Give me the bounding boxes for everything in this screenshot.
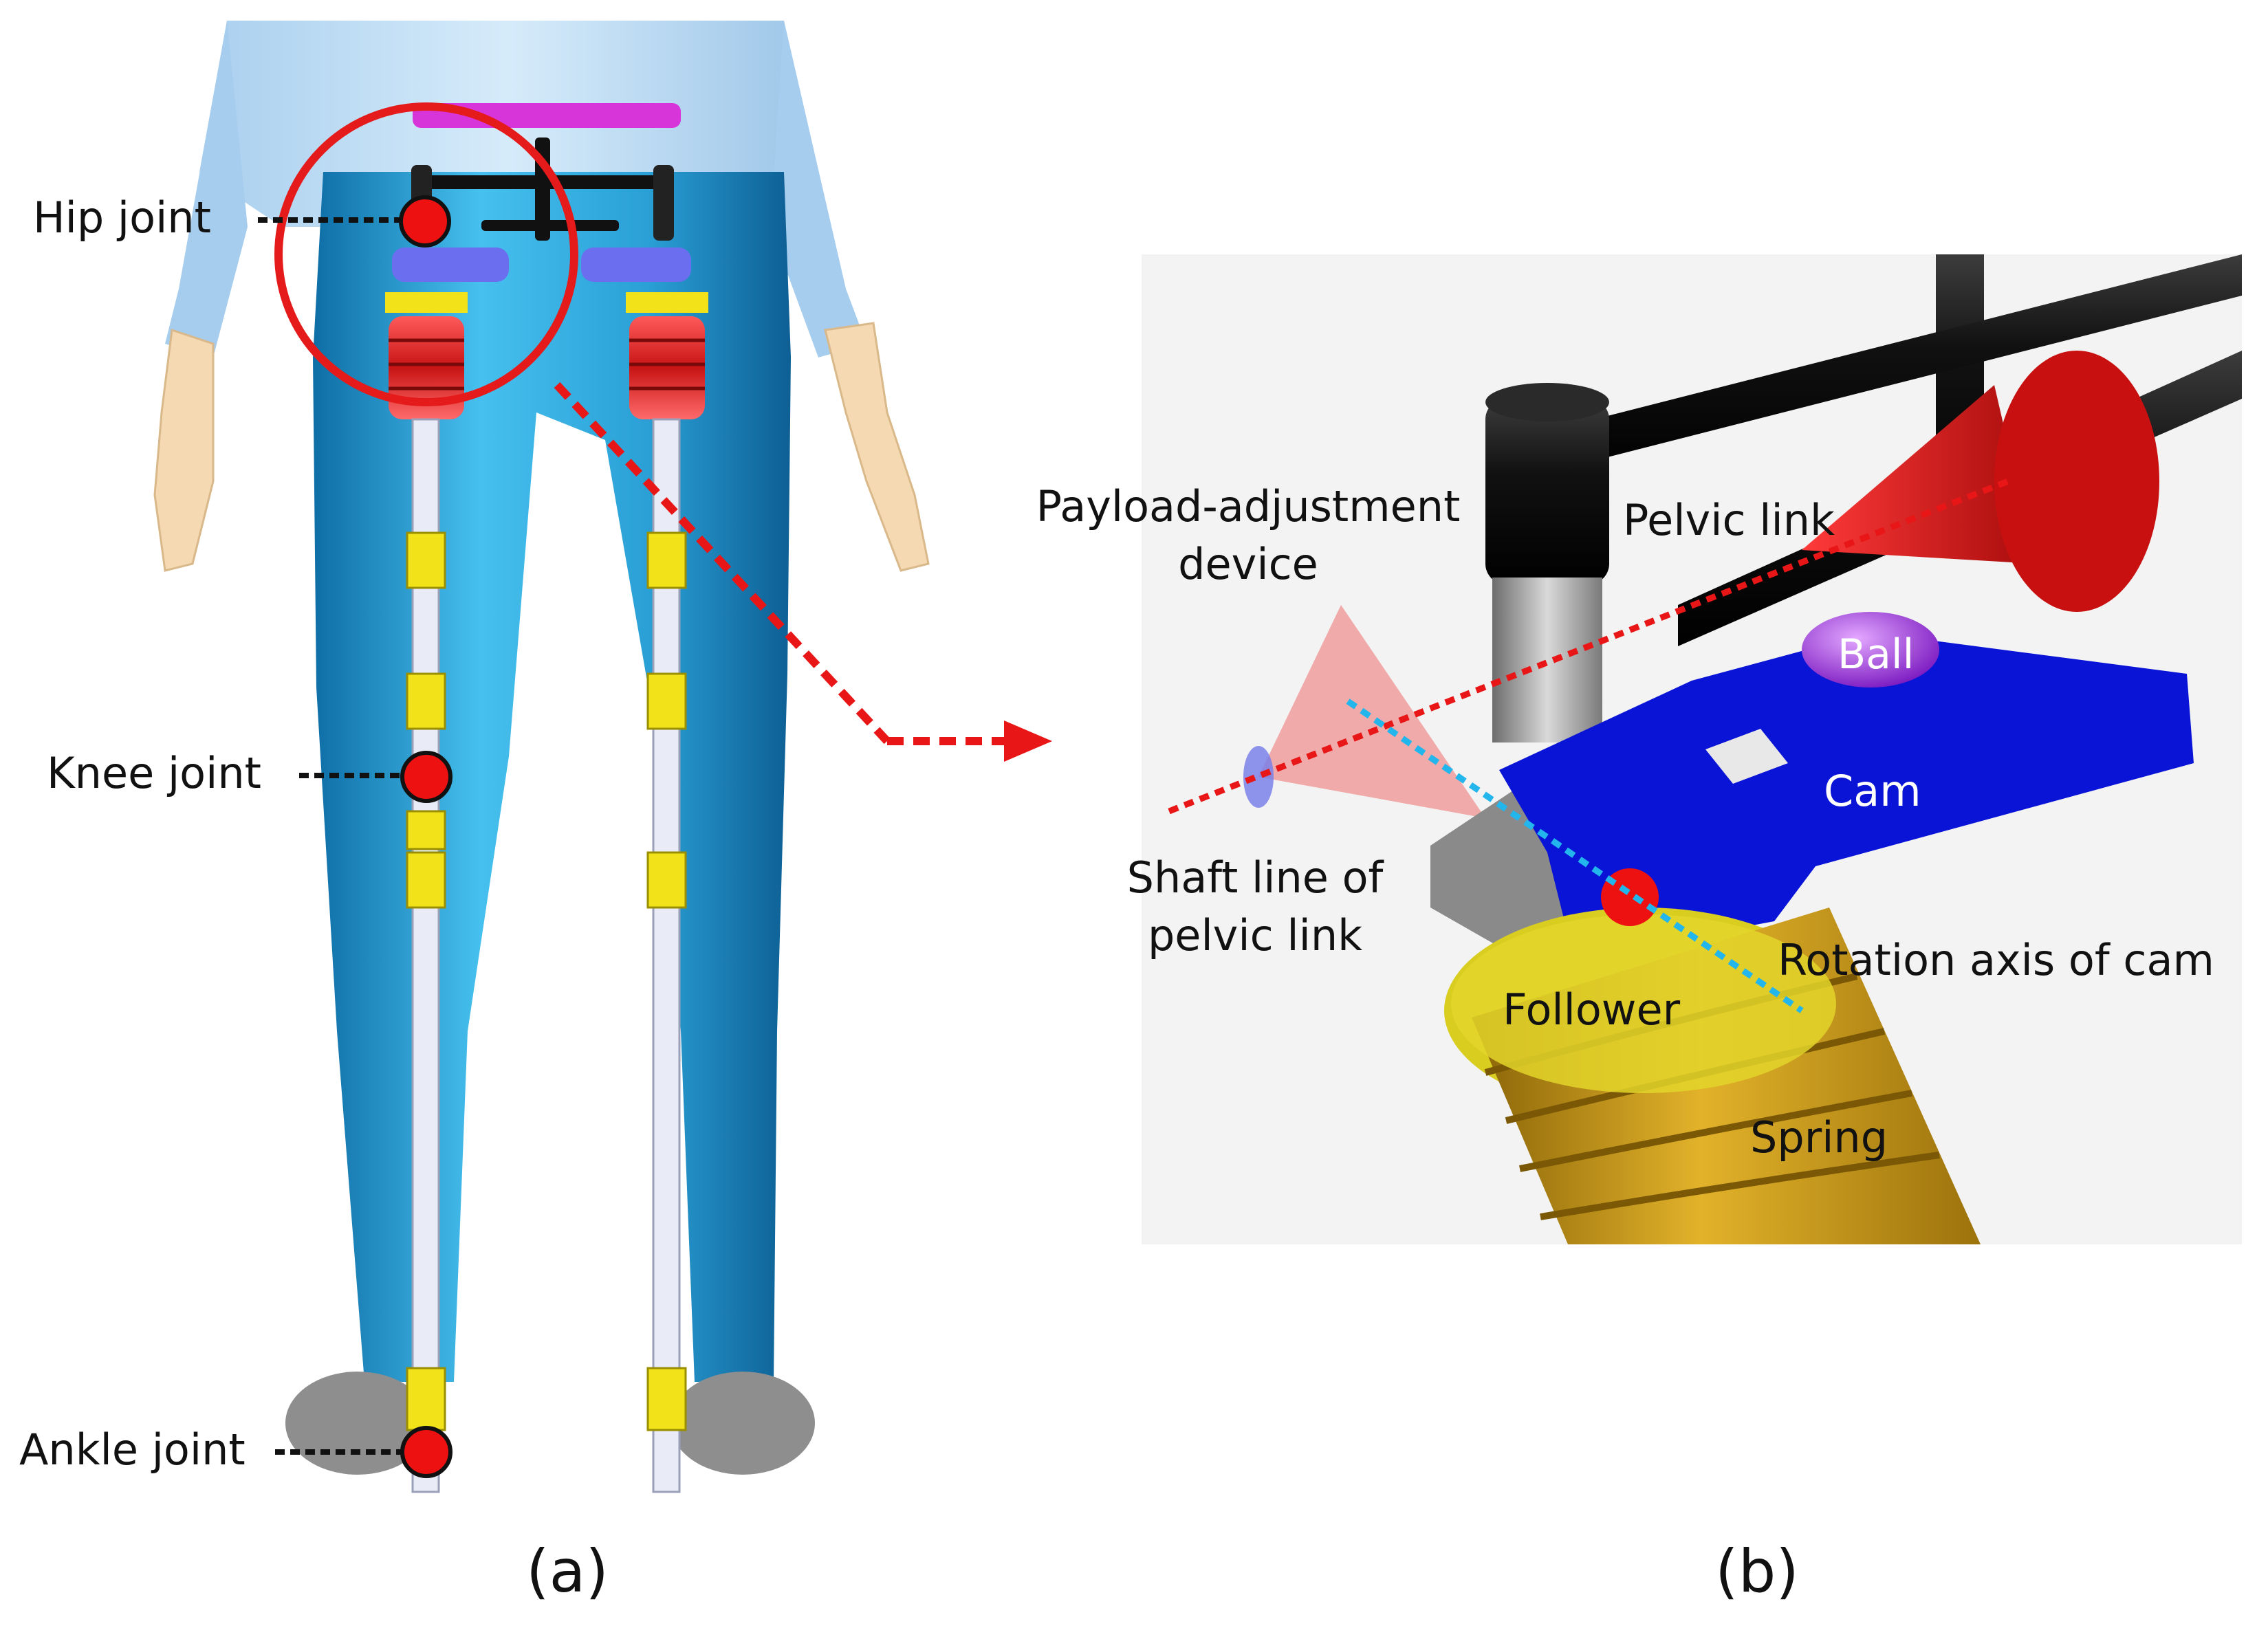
shaft-line (1168, 478, 2009, 815)
right-hip-spring (626, 292, 708, 419)
silver-coupling (1492, 578, 1602, 742)
ankle-joint-marker (400, 1426, 452, 1478)
ball-label: Ball (1838, 630, 1914, 679)
zoom-arrow-head (1004, 720, 1052, 762)
black-cylinder (1485, 399, 1609, 584)
cam-rotation-marker (1601, 868, 1659, 926)
left-leg-rod (411, 418, 440, 1493)
right-cam-small (581, 248, 691, 282)
left-hand (153, 328, 215, 572)
hip-highlight-circle (274, 102, 578, 406)
knee-joint-marker (400, 751, 452, 803)
pelvic-link-label: Pelvic link (1623, 495, 1835, 545)
cam-label: Cam (1824, 766, 1921, 816)
rotation-axis-line (1346, 698, 1804, 1013)
left-shoe (285, 1372, 430, 1475)
follower-collar (1451, 914, 1836, 1093)
ball (1802, 612, 1939, 688)
spring-label: Spring (1750, 1112, 1888, 1163)
panel-a-illustration (153, 21, 1052, 1493)
upper-black-rod (1513, 254, 2242, 481)
black-cylinder-top (1485, 383, 1609, 421)
translucent-cone-tip (1243, 746, 1274, 808)
red-cone-back (1994, 351, 2159, 612)
right-collars (646, 531, 687, 1431)
translucent-cone (1258, 605, 1485, 818)
hip-joint-label: Hip joint (33, 192, 211, 243)
left-arm (165, 21, 248, 358)
left-cam-small (392, 248, 509, 282)
right-arm (770, 21, 866, 358)
left-hip-spring (385, 292, 468, 419)
payload-label-line1: Payload-adjustment (1036, 481, 1461, 531)
ankle-joint-label: Ankle joint (19, 1424, 246, 1475)
left-collars (406, 531, 446, 1431)
right-shoe (670, 1372, 815, 1475)
panel-a-caption: (a) (526, 1537, 609, 1606)
zoom-arrow-line (554, 382, 891, 745)
follower-label: Follower (1503, 984, 1681, 1035)
right-hip-post (653, 165, 674, 241)
pelvic-plate (413, 103, 681, 128)
payload-label-line2: device (1178, 539, 1318, 589)
shaft-line-label-line1: Shaft line of (1127, 852, 1385, 903)
cam-window (1705, 729, 1788, 784)
right-hand (824, 322, 930, 572)
right-leg-rod (652, 418, 681, 1493)
rotation-axis-label: Rotation axis of cam (1778, 935, 2214, 985)
leg-suit (313, 172, 791, 1382)
shaft-line-label-line2: pelvic link (1148, 910, 1362, 960)
cam-body (1499, 632, 2194, 942)
panel-b-illustration (1142, 254, 2242, 1244)
red-cone-front (1802, 385, 2036, 564)
knee-joint-label: Knee joint (47, 748, 261, 798)
hip-joint-marker (399, 195, 451, 248)
panel-b-caption: (b) (1715, 1537, 1799, 1606)
